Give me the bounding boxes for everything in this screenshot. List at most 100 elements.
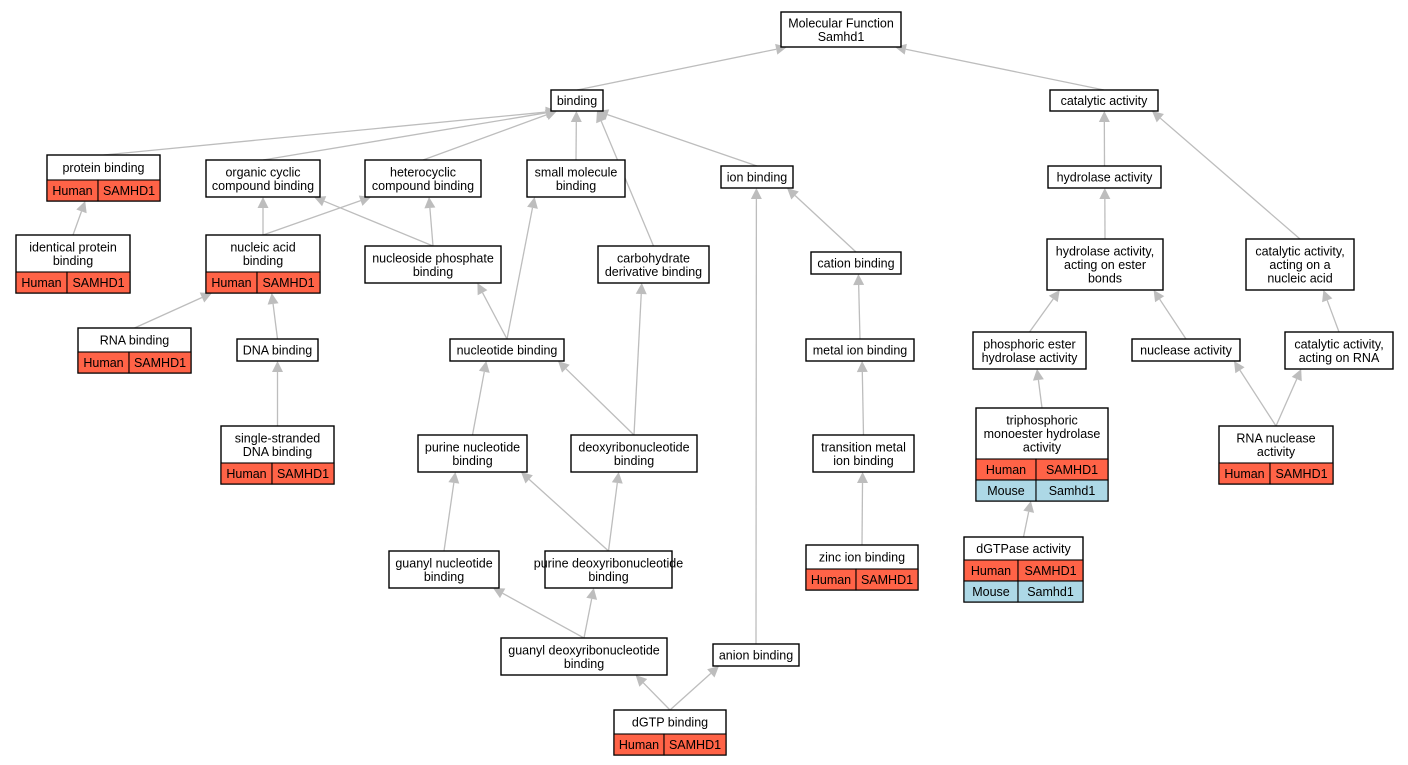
gene-cell <box>1035 479 1109 502</box>
edge-prot-to-bind <box>103 111 547 156</box>
gene-cell <box>97 179 161 202</box>
edge-deoxy-to-nuc <box>565 368 635 436</box>
node-dna[interactable]: DNA binding <box>236 338 319 362</box>
edge-catna-to-cat <box>1159 117 1301 240</box>
term-label: guanyl deoxyribonucleotide <box>508 643 660 657</box>
term-label: derivative binding <box>605 265 702 279</box>
gene-cell <box>128 351 192 374</box>
term-label: identical protein <box>29 240 117 254</box>
term-label: guanyl nucleotide <box>395 556 492 570</box>
node-box <box>1131 338 1241 362</box>
term-label: catalytic activity <box>1061 94 1149 108</box>
gene-cell <box>663 733 727 756</box>
arrowhead-ion-to-bind <box>597 109 610 120</box>
term-label: binding <box>413 265 453 279</box>
node-box <box>712 643 800 667</box>
node-ion[interactable]: ion binding <box>720 165 794 189</box>
node-metal[interactable]: metal ion binding <box>805 338 915 362</box>
arrowhead-nuc-to-nsp <box>477 283 488 296</box>
node-anion[interactable]: anion binding <box>712 643 800 667</box>
arrowhead-carb-to-bind <box>596 111 607 124</box>
arrowhead-rna-to-na <box>199 292 212 303</box>
node-cation[interactable]: cation binding <box>810 251 902 275</box>
species-label: Human <box>986 463 1026 477</box>
gene-cell <box>855 568 919 591</box>
edge-guan-to-pur <box>443 482 455 552</box>
term-label: cation binding <box>817 257 894 271</box>
term-label: nucleic acid <box>1267 272 1332 286</box>
node-box <box>1284 331 1394 370</box>
term-label: dGTP binding <box>632 716 708 730</box>
node-box <box>364 159 482 198</box>
node-box <box>544 550 673 589</box>
gene-label: SAMHD1 <box>1046 463 1098 477</box>
term-label: single-stranded <box>235 431 321 445</box>
gene-cell <box>256 271 321 294</box>
node-nucl[interactable]: nuclease activity <box>1131 338 1241 362</box>
gene-label: SAMHD1 <box>277 467 329 481</box>
node-bind[interactable]: binding <box>550 89 604 112</box>
term-label: acting on ester <box>1064 258 1146 272</box>
term-label: Molecular Function <box>788 16 894 30</box>
node-catrna[interactable]: catalytic activity,acting on RNA <box>1284 331 1394 370</box>
term-label: binding <box>556 179 596 193</box>
arrowhead-hydest-to-hyd <box>1099 188 1111 200</box>
arrowhead-sm-to-bind <box>570 111 582 123</box>
arrowhead-purd-to-pur <box>521 472 533 484</box>
edge-rnase-to-nucl <box>1239 369 1277 427</box>
node-box <box>364 245 502 284</box>
term-label: anion binding <box>719 649 793 663</box>
node-box <box>526 159 626 198</box>
node-box <box>388 550 500 589</box>
term-label: nucleotide binding <box>457 344 558 358</box>
node-nuc[interactable]: nucleotide binding <box>449 338 565 362</box>
gene-label: SAMHD1 <box>134 356 186 370</box>
arrowhead-nuc-to-sm <box>527 197 538 209</box>
edge-dgtp-to-guand <box>642 682 671 711</box>
term-label: binding <box>564 657 604 671</box>
gene-label: SAMHD1 <box>1275 467 1327 481</box>
arrowhead-guand-to-guan <box>493 588 506 599</box>
edge-rnase-to-catrna <box>1275 378 1298 427</box>
term-label: carbohydrate <box>617 251 690 265</box>
term-label: binding <box>557 94 597 108</box>
node-box <box>597 245 710 284</box>
edge-trans-to-metal <box>861 371 865 436</box>
term-label: hydrolase activity <box>982 351 1079 365</box>
arrowhead-dgtpase-to-triph <box>1023 501 1035 513</box>
term-label: binding <box>588 570 628 584</box>
arrowhead-guan-to-pur <box>448 472 460 484</box>
node-cat[interactable]: catalytic activity <box>1049 89 1159 112</box>
term-label: transition metal <box>821 440 906 454</box>
species-label: Human <box>226 467 266 481</box>
edge-na-to-het <box>262 200 361 236</box>
edge-guand-to-purd <box>583 598 593 639</box>
node-hyd[interactable]: hydrolase activity <box>1047 165 1162 189</box>
